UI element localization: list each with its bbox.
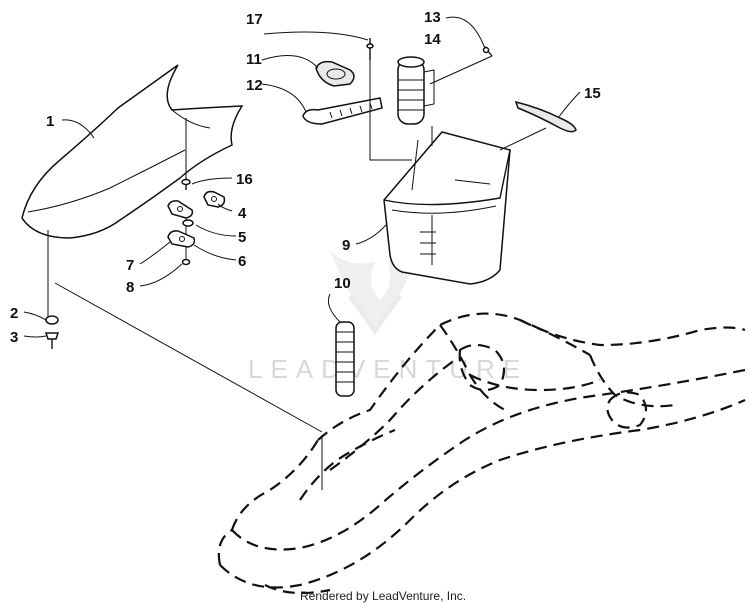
label-7: 7 <box>126 257 134 274</box>
latch-screw-part <box>181 258 191 266</box>
label-2: 2 <box>10 305 18 322</box>
cylinder-container-part <box>397 56 435 125</box>
label-15: 15 <box>584 85 601 102</box>
ref-line-panel <box>54 282 323 433</box>
label-8: 8 <box>126 279 134 296</box>
side-panel-part <box>21 64 244 239</box>
assembly-lines <box>369 55 547 161</box>
screw-part <box>44 332 60 349</box>
watermark-logo <box>330 250 420 335</box>
washer-part <box>45 315 59 325</box>
label-1: 1 <box>46 113 54 130</box>
label-14: 14 <box>424 31 441 48</box>
strap-part <box>315 60 355 87</box>
rivet-pin-17-part <box>366 38 374 60</box>
label-11: 11 <box>246 51 262 68</box>
drain-tube-part <box>335 321 355 397</box>
label-4: 4 <box>238 205 247 222</box>
watermark-text: LEADVENTURE <box>248 354 528 384</box>
latch-upper-part <box>167 200 194 219</box>
label-3: 3 <box>10 329 18 346</box>
label-17: 17 <box>246 11 263 28</box>
latch-lower-part <box>167 230 196 248</box>
label-13: 13 <box>424 9 441 26</box>
label-10: 10 <box>334 275 351 292</box>
callout-leaders <box>23 16 581 338</box>
weatherstrip-part <box>514 100 577 133</box>
latch-bracket-part <box>203 190 226 208</box>
footer-credit: Rendered by LeadVenture, Inc. <box>300 589 466 603</box>
rivet-pin-13-part <box>482 45 493 57</box>
label-5: 5 <box>238 229 246 246</box>
label-9: 9 <box>342 237 350 254</box>
label-6: 6 <box>238 253 246 270</box>
latch-pin-part <box>181 178 191 190</box>
label-12: 12 <box>246 77 263 94</box>
label-16: 16 <box>236 171 253 188</box>
latch-spacer-part <box>182 219 194 227</box>
frame-outline <box>217 312 746 595</box>
storage-bin-part <box>383 131 511 285</box>
